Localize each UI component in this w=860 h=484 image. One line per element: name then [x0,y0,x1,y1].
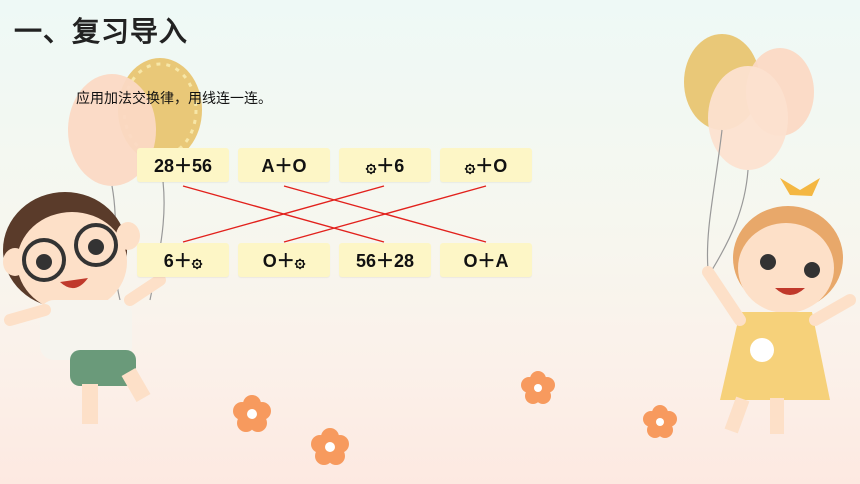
line-symO-to-Osym [283,185,487,243]
page-title: 一、复习导入 [14,15,189,48]
connection-lines [182,185,487,243]
boy-illustration [3,192,166,424]
girl-illustration [702,178,856,434]
card-bottom-2[interactable]: O＋۞ [238,243,330,277]
card-bottom-1[interactable]: 6＋۞ [137,243,229,277]
card-top-1[interactable]: 28＋56 [137,148,229,182]
instruction-text: 应用加法交换律，用线连一连。 [76,91,272,107]
card-top-3[interactable]: ۞＋6 [339,148,431,182]
card-bottom-3[interactable]: 56＋28 [339,243,431,277]
card-top-2[interactable]: A＋O [238,148,330,182]
card-bottom-4[interactable]: O＋A [440,243,532,277]
flowers [233,371,677,465]
line-sym6-to-6sym [182,185,385,243]
card-top-4[interactable]: ۞＋O [440,148,532,182]
right-balloons [684,34,814,271]
